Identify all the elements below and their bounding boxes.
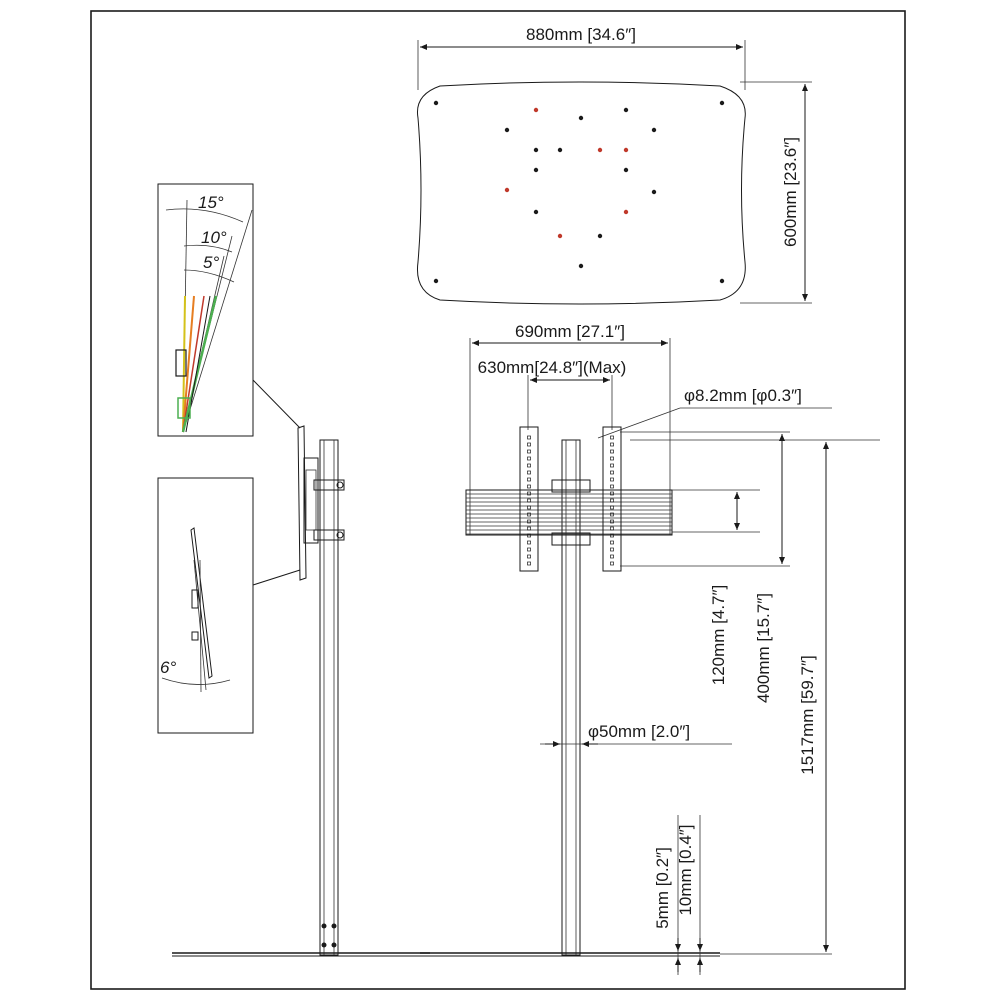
front-pole <box>561 439 581 956</box>
mounting-hole <box>578 115 584 121</box>
mounting-hole <box>504 187 510 193</box>
tilt-angle-5: 5° <box>203 253 219 272</box>
front-width-overall-label: 690mm [27.1″] <box>515 322 625 341</box>
right-vertical-bracket <box>602 426 622 572</box>
front-view: 690mm [27.1″] 630mm[24.8″](Max) φ8.2mm [… <box>420 322 880 975</box>
hole-diameter-label: φ8.2mm [φ0.3″] <box>684 386 802 405</box>
plate-holes <box>433 100 725 284</box>
front-horizontal-rails <box>465 489 673 536</box>
pole-diameter-label: φ50mm [2.0″] <box>588 722 690 741</box>
mounting-hole <box>433 278 439 284</box>
mounting-hole <box>623 107 629 113</box>
front-width-max-label: 630mm[24.8″](Max) <box>478 358 627 377</box>
plate-height-label: 600mm [23.6″] <box>781 137 800 247</box>
mounting-hole <box>433 100 439 106</box>
mounting-hole <box>719 100 725 106</box>
mounting-hole <box>719 278 725 284</box>
base-5mm-label: 5mm [0.2″] <box>653 847 672 929</box>
top-clamp <box>551 479 591 493</box>
mounting-hole <box>533 209 539 215</box>
rail-gap-label: 120mm [4.7″] <box>709 585 728 686</box>
plate-width-label: 880mm [34.6″] <box>526 25 636 44</box>
mounting-hole <box>597 233 603 239</box>
mounting-hole <box>651 127 657 133</box>
side-view <box>172 379 430 957</box>
side-inset: 6° <box>157 477 254 734</box>
tilt-angle-15: 15° <box>198 193 224 212</box>
mounting-hole <box>651 189 657 195</box>
mounting-hole <box>597 147 603 153</box>
mounting-hole <box>533 107 539 113</box>
mounting-hole <box>623 167 629 173</box>
bracket-height-label: 400mm [15.7″] <box>754 593 773 703</box>
mounting-hole <box>557 147 563 153</box>
left-vertical-bracket <box>519 426 539 572</box>
mounting-hole <box>504 127 510 133</box>
side-display-panel <box>297 425 307 581</box>
base-10mm-label: 10mm [0.4″] <box>676 824 695 915</box>
side-tilt-angle-6: 6° <box>160 658 176 677</box>
mounting-hole <box>623 209 629 215</box>
drawing-frame <box>90 10 906 990</box>
mounting-hole <box>623 147 629 153</box>
total-height-label: 1517mm [59.7″] <box>798 655 817 774</box>
tilt-angle-10: 10° <box>201 228 227 247</box>
tilt-inset: 15° 10° 5° <box>157 183 254 437</box>
mounting-hole <box>578 263 584 269</box>
side-pole <box>319 439 339 956</box>
vesa-plate-view: 880mm [34.6″] 600mm [23.6″] <box>416 25 812 305</box>
mounting-hole <box>533 147 539 153</box>
mounting-hole <box>557 233 563 239</box>
mounting-hole <box>533 167 539 173</box>
bottom-clamp <box>551 532 591 546</box>
